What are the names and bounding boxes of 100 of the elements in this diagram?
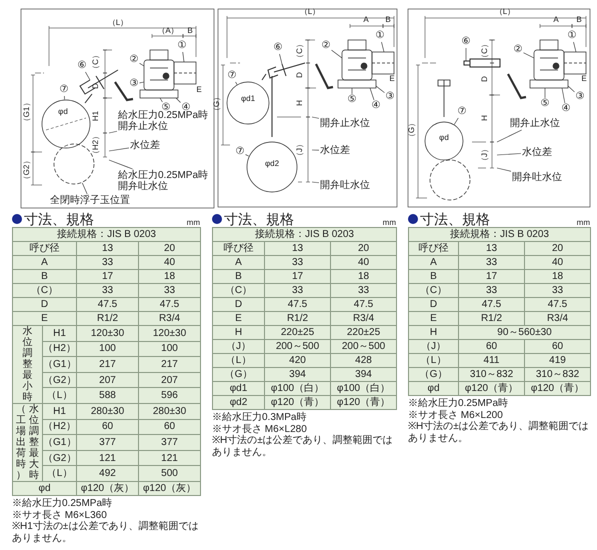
callout-number: ⑦ (228, 71, 236, 81)
callout-number: ② (514, 45, 522, 55)
table-cell: （L） (42, 388, 76, 404)
leader-line (182, 52, 184, 62)
unit-label: mm (382, 218, 396, 227)
table-cell: φd2 (212, 396, 264, 410)
dimension-label: （L） (300, 8, 320, 16)
section-title: 寸法、規格 (24, 210, 94, 226)
table-cell: 13 (76, 242, 138, 256)
water-level-note: 開弁吐水位 (320, 180, 370, 191)
dimension-label: B (187, 27, 193, 35)
leader-line (245, 154, 250, 156)
table-cell: 394 (330, 368, 397, 382)
table-cell: 47.5 (330, 298, 397, 312)
dimension-label: φd (439, 134, 449, 142)
float-ball (246, 142, 298, 192)
dimension-label: （C） (296, 40, 304, 62)
section-title: 寸法、規格 (224, 210, 294, 226)
leader-line (235, 82, 238, 85)
dimension-label: （H2） (92, 132, 100, 158)
dimension-label: （J） (296, 140, 304, 160)
callout-number: ⑦ (60, 85, 68, 95)
dimension-label: E (196, 86, 202, 94)
table-cell: （L） (42, 466, 76, 482)
dimension-label: H (296, 100, 304, 106)
dimension-label: （C） (92, 51, 100, 73)
water-level-note: 給水圧力0.25MPa時開弁吐水位 (118, 170, 210, 192)
callout-number: ③ (576, 92, 584, 102)
callout-number: ⑥ (462, 37, 470, 47)
dimension-label: （L） (494, 8, 516, 16)
table-cell: 17 (264, 270, 330, 284)
dimension-label: H1 (92, 110, 100, 122)
table-cell: （G） (408, 368, 458, 382)
table-cell: （G） (212, 368, 264, 382)
leader-line (496, 168, 512, 172)
table-cell: 33 (138, 284, 201, 298)
table-cell: 17 (76, 270, 138, 284)
row-group-label: （工場出荷時） (16, 404, 26, 481)
dimension-label: D (92, 83, 100, 89)
callout-number: ② (322, 41, 330, 51)
unit-label: mm (576, 218, 590, 227)
table-cell: 420 (264, 354, 330, 368)
footnote: ※サオ長さ M6×L200 (408, 410, 504, 420)
leader-line (139, 82, 144, 84)
table-cell: R1/2 (264, 312, 330, 326)
table-cell: 接続規格：JIS B 0203 (12, 228, 201, 242)
table-cell: R3/4 (330, 312, 397, 326)
leader-line (370, 88, 374, 100)
table-cell: 47.5 (138, 298, 201, 312)
table-cell: 33 (264, 256, 330, 270)
leader-line (331, 50, 342, 58)
table-cell: 47.5 (524, 298, 591, 312)
table-cell: 200～500 (264, 340, 330, 354)
callout-number: ⑦ (236, 147, 244, 157)
table-cell: φ100（白） (264, 382, 330, 396)
float-ball-outline (54, 144, 94, 184)
table-cell: 492 (76, 466, 138, 482)
table-cell: H1 (42, 326, 76, 342)
table-cell: （J） (212, 340, 264, 354)
leader-line (573, 42, 576, 52)
table-cell: 217 (76, 356, 138, 372)
leader-line (496, 130, 522, 142)
table-cell: 280±30 (76, 404, 138, 420)
dimension-label: B (576, 16, 582, 24)
dimension-label: D (296, 72, 304, 78)
leader-line (279, 54, 282, 64)
water-level-note: 水位差 (320, 145, 350, 156)
dimension-label: E (581, 75, 587, 83)
table-cell: （G2） (42, 372, 76, 388)
table-cell: 121 (138, 450, 201, 466)
leader-line (312, 182, 320, 184)
table-cell: E (408, 312, 458, 326)
table-cell: B (408, 270, 458, 284)
valve-drawing (338, 40, 394, 88)
table-cell: 280±30 (138, 404, 201, 420)
table-cell: （G1） (42, 356, 76, 372)
float-rod-drawing (79, 70, 118, 104)
dimension-label: （G） (408, 118, 416, 142)
table-cell: 13 (264, 242, 330, 256)
float-rod-drawing (464, 58, 500, 68)
callout-number: ⑥ (274, 43, 282, 53)
table-cell: A (408, 256, 458, 270)
table-cell: 接続規格：JIS B 0203 (408, 228, 591, 242)
water-level-note: 開弁止水位 (510, 118, 560, 129)
table-cell: 200～500 (330, 340, 397, 354)
table-cell: 217 (138, 356, 201, 372)
water-level-note: 全閉時浮子玉位置 (50, 195, 130, 206)
table-cell: 18 (138, 270, 201, 284)
dimension-label: B (385, 16, 391, 24)
table-cell: （L） (408, 354, 458, 368)
leader-line (176, 98, 181, 103)
table-cell: 呼び径 (408, 242, 458, 256)
footnote: ※H寸法の±は公差であり、調整範囲ではありません。 (212, 435, 394, 458)
section-title: 寸法、規格 (420, 210, 490, 226)
leader-line (139, 63, 144, 66)
table-cell: R1/2 (76, 312, 138, 326)
callout-number: ① (178, 41, 186, 51)
table-cell: 220±25 (330, 326, 397, 340)
row-group-label: 水位調整最小時 (22, 326, 32, 403)
table-cell: 60 (458, 340, 524, 354)
